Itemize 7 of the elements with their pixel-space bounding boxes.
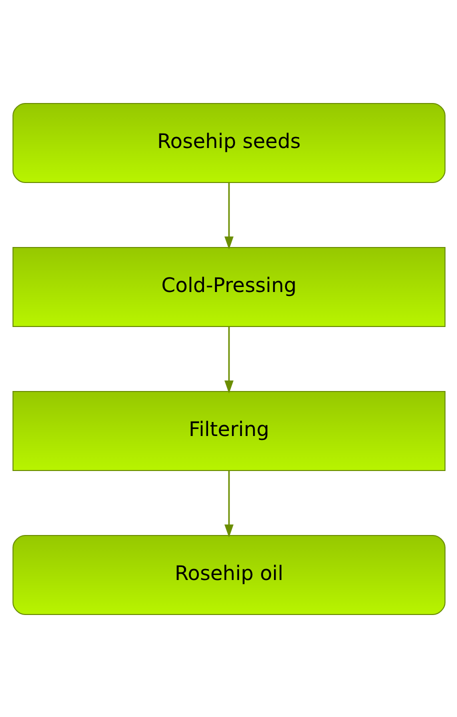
node-box: Rosehip oil bbox=[12, 534, 445, 614]
arrow bbox=[224, 326, 234, 394]
node-box: Cold-Pressing bbox=[12, 246, 445, 326]
arrow bbox=[224, 182, 234, 250]
arrow bbox=[224, 470, 234, 538]
node-box: Filtering bbox=[12, 390, 445, 470]
node-box: Rosehip seeds bbox=[12, 102, 445, 182]
